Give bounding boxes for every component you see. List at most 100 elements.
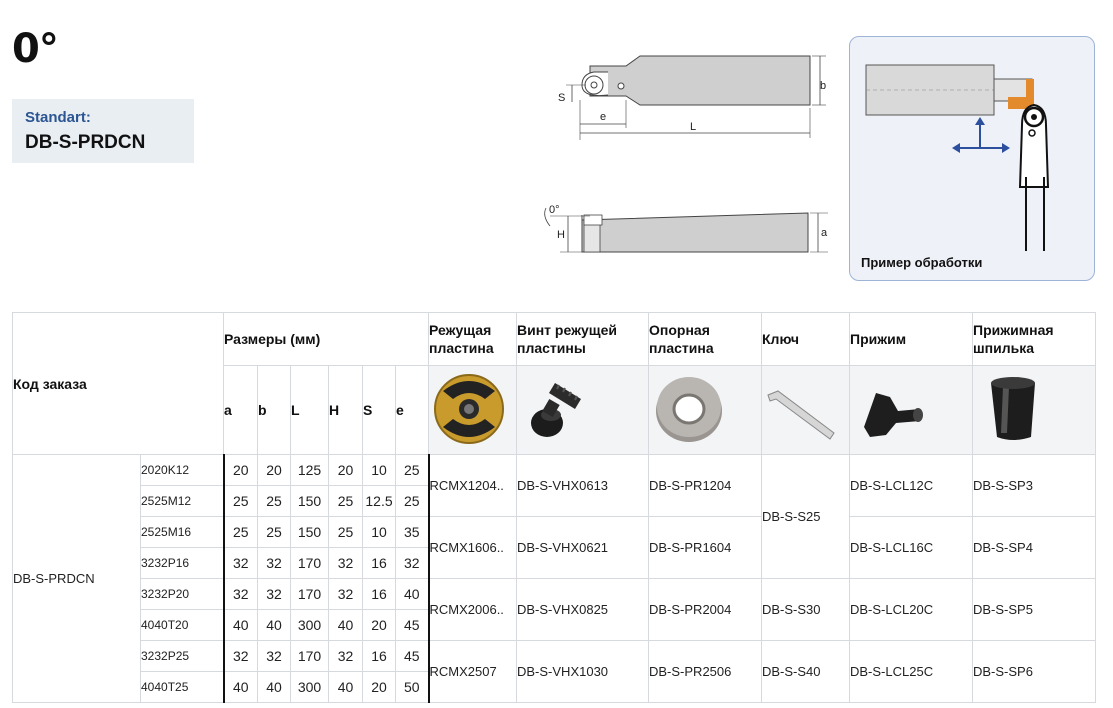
value-s: 16 bbox=[362, 578, 396, 610]
value-b: 32 bbox=[257, 640, 291, 672]
screw-cell: DB-S-VHX1030 bbox=[516, 640, 649, 703]
key-cell: DB-S-S25 bbox=[761, 454, 850, 579]
shim-image bbox=[648, 365, 762, 455]
screw-cell: DB-S-VHX0825 bbox=[516, 578, 649, 641]
value-l: 150 bbox=[290, 516, 329, 548]
example-caption: Пример обработки bbox=[861, 255, 983, 270]
value-e: 35 bbox=[395, 516, 430, 548]
dim-col-b: b bbox=[257, 365, 291, 455]
screw-cell: DB-S-VHX0613 bbox=[516, 454, 649, 517]
value-h: 40 bbox=[328, 671, 363, 703]
key-header: Ключ bbox=[761, 312, 850, 366]
value-h: 32 bbox=[328, 578, 363, 610]
dim-col-l: L bbox=[290, 365, 329, 455]
pin-cell: DB-S-SP3 bbox=[972, 454, 1096, 517]
insert-cell: RCMX1606.. bbox=[428, 516, 517, 579]
value-l: 170 bbox=[290, 578, 329, 610]
clamp-cell: DB-S-LCL25C bbox=[849, 640, 973, 703]
screw-header: Винт режущей пластины bbox=[516, 312, 649, 366]
value-e: 25 bbox=[395, 485, 430, 517]
value-b: 32 bbox=[257, 578, 291, 610]
value-a: 40 bbox=[222, 609, 258, 641]
dim-s-label: S bbox=[558, 92, 565, 104]
clamp-cell: DB-S-LCL20C bbox=[849, 578, 973, 641]
insert-header: Режущая пластина bbox=[428, 312, 517, 366]
dim-b-label: b bbox=[820, 80, 826, 92]
screw-icon bbox=[531, 382, 581, 437]
value-s: 10 bbox=[362, 454, 396, 486]
value-b: 40 bbox=[257, 671, 291, 703]
standard-code: DB-S-PRDCN bbox=[25, 132, 146, 153]
product-code: DB-S-PRDCN bbox=[12, 454, 141, 703]
value-b: 40 bbox=[257, 609, 291, 641]
value-a: 25 bbox=[222, 485, 258, 517]
hex-key-icon bbox=[767, 389, 835, 440]
standard-box: Standart: DB-S-PRDCN bbox=[12, 99, 194, 163]
model-cell: 2525M16 bbox=[140, 516, 224, 548]
round-insert-icon bbox=[434, 373, 504, 444]
insert-cell: RCMX2006.. bbox=[428, 578, 517, 641]
dim-h-label: H bbox=[557, 229, 565, 241]
pin-cell: DB-S-SP4 bbox=[972, 516, 1096, 579]
table-row: 2525M12 25 25 150 25 12.5 25 bbox=[13, 485, 1096, 517]
value-e: 45 bbox=[395, 609, 430, 641]
value-e: 45 bbox=[395, 640, 430, 672]
value-l: 300 bbox=[290, 671, 329, 703]
value-b: 32 bbox=[257, 547, 291, 579]
value-e: 40 bbox=[395, 578, 430, 610]
value-h: 32 bbox=[328, 547, 363, 579]
value-h: 32 bbox=[328, 640, 363, 672]
spec-table: Код заказа Размеры (мм) Режущая пластина… bbox=[12, 312, 1096, 703]
dim-e-label: e bbox=[600, 111, 606, 123]
insert-image bbox=[428, 365, 517, 455]
dim-col-e: e bbox=[395, 365, 429, 455]
value-l: 150 bbox=[290, 485, 329, 517]
model-cell: 3232P16 bbox=[140, 547, 224, 579]
clamp-header: Прижим bbox=[849, 312, 973, 366]
value-l: 125 bbox=[290, 454, 329, 486]
value-h: 25 bbox=[328, 485, 363, 517]
key-cell: DB-S-S40 bbox=[761, 640, 850, 703]
value-a: 32 bbox=[222, 578, 258, 610]
side-view: H 0° a bbox=[544, 204, 828, 253]
pin-cell: DB-S-SP6 bbox=[972, 640, 1096, 703]
value-s: 20 bbox=[362, 671, 396, 703]
standard-label: Standart: bbox=[25, 109, 91, 126]
table-row: 4040T25 40 40 300 40 20 50 bbox=[13, 671, 1096, 703]
value-h: 25 bbox=[328, 516, 363, 548]
order-code-header: Код заказа bbox=[12, 312, 224, 455]
pin-header: Прижимная шпилька bbox=[972, 312, 1096, 366]
table-row: 3232P20 32 32 170 32 16 40 RCMX2006.. DB… bbox=[13, 578, 1096, 641]
key-image bbox=[761, 365, 850, 455]
model-cell: 3232P25 bbox=[140, 640, 224, 672]
value-a: 20 bbox=[222, 454, 258, 486]
dim-col-h: H bbox=[328, 365, 363, 455]
value-b: 25 bbox=[257, 516, 291, 548]
value-a: 40 bbox=[222, 671, 258, 703]
model-cell: 4040T25 bbox=[140, 671, 224, 703]
page-title: 0° bbox=[12, 26, 59, 72]
insert-cell: RCMX2507 bbox=[428, 640, 517, 703]
value-b: 25 bbox=[257, 485, 291, 517]
shim-cell: DB-S-PR2004 bbox=[648, 578, 762, 641]
model-cell: 2525M12 bbox=[140, 485, 224, 517]
value-s: 20 bbox=[362, 609, 396, 641]
value-b: 20 bbox=[257, 454, 291, 486]
tool-drawing: b S e L H 0° a bbox=[544, 55, 828, 253]
value-s: 10 bbox=[362, 516, 396, 548]
value-l: 300 bbox=[290, 609, 329, 641]
table-row: DB-S-PRDCN 2020K12 20 20 125 20 10 25 RC… bbox=[12, 454, 1096, 703]
value-a: 32 bbox=[222, 547, 258, 579]
clamp-pin-icon bbox=[991, 376, 1035, 440]
table-row: 3232P25 32 32 170 32 16 45 RCMX2507 DB-S… bbox=[13, 640, 1096, 703]
screw-cell: DB-S-VHX0621 bbox=[516, 516, 649, 579]
dim-l-label: L bbox=[690, 121, 696, 133]
machining-example: Пример обработки bbox=[849, 36, 1095, 281]
value-a: 32 bbox=[222, 640, 258, 672]
value-s: 16 bbox=[362, 640, 396, 672]
key-cell: DB-S-S30 bbox=[761, 578, 850, 641]
clamp-icon bbox=[864, 392, 923, 437]
value-s: 12.5 bbox=[362, 485, 396, 517]
screw-image bbox=[516, 365, 649, 455]
value-s: 16 bbox=[362, 547, 396, 579]
